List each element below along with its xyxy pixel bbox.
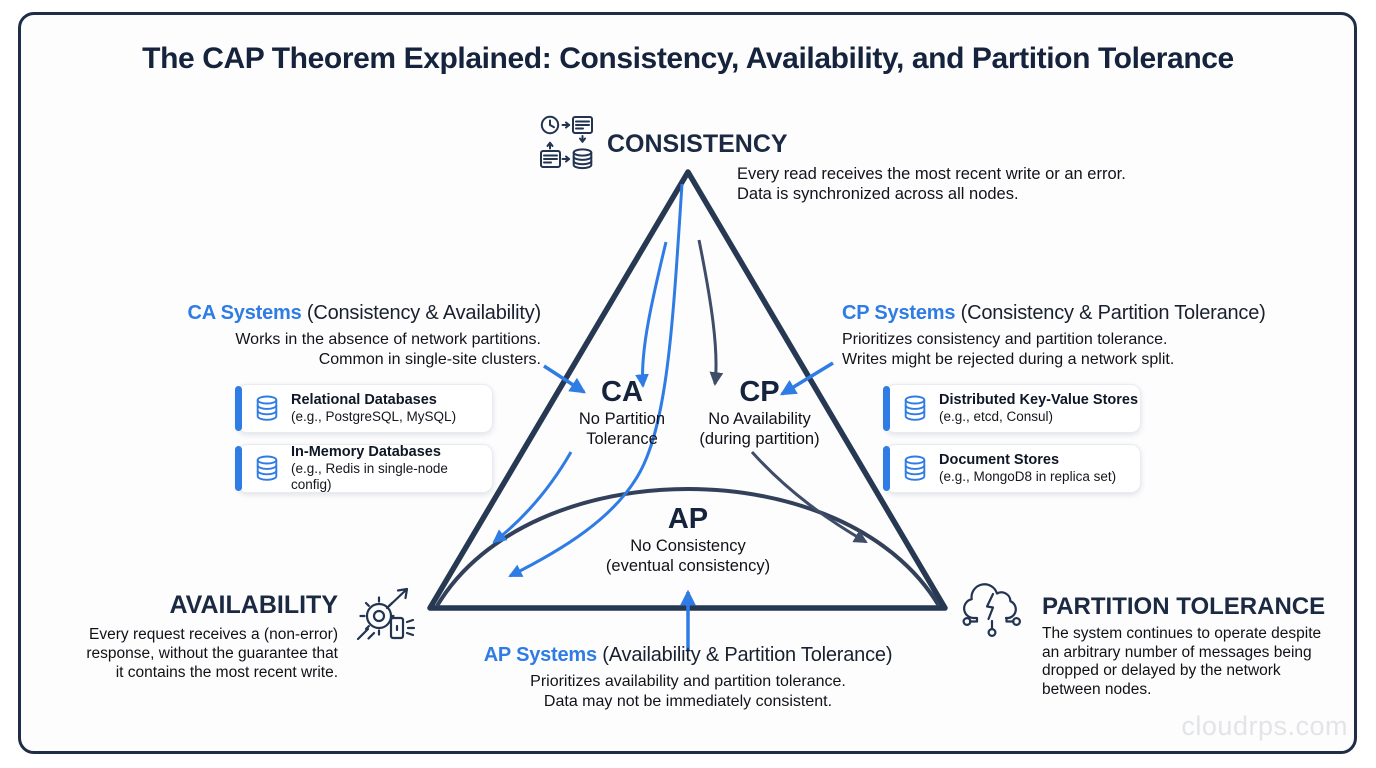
ca-systems-header: CA Systems (Consistency & Availability): [140, 302, 542, 325]
ca-systems-desc-line: Common in single-site clusters.: [318, 350, 541, 368]
card-accent-bar: [235, 386, 242, 431]
card-text: Distributed Key-Value Stores (e.g., etcd…: [939, 392, 1138, 425]
database-icon: [903, 455, 927, 482]
region-ap: AP No Consistency (eventual consistency): [588, 504, 788, 576]
partition-desc-line: between nodes.: [1042, 680, 1152, 698]
cloud-split-network-icon: [960, 577, 1024, 644]
region-cp-label: CP: [739, 376, 780, 408]
card-accent-bar: [235, 446, 242, 491]
region-ap-note: No Consistency (eventual consistency): [588, 536, 788, 576]
card-title: Distributed Key-Value Stores: [939, 392, 1139, 408]
region-ap-note-line: No Consistency: [630, 537, 746, 555]
availability-description: Every request receives a (non-error) res…: [60, 625, 338, 682]
database-icon: [903, 395, 927, 422]
card-text: In-Memory Databases (e.g., Redis in sing…: [291, 444, 492, 493]
region-cp: CP No Availability (during partition): [677, 377, 842, 449]
ap-systems-desc-line: Data may not be immediately consistent.: [543, 692, 833, 710]
card-subtitle: (e.g., Redis in single-node config): [291, 461, 448, 492]
availability-section: AVAILABILITY Every request receives a (n…: [60, 591, 338, 682]
consistency-desc-line: Every read receives the most recent writ…: [737, 165, 1126, 183]
ap-systems-qualifier: (Availability & Partition Tolerance): [596, 644, 893, 666]
card-text: Document Stores (e.g., MongoD8 in replic…: [939, 452, 1116, 485]
region-cp-note-line: (during partition): [699, 430, 820, 448]
card-text: Relational Databases (e.g., PostgreSQL, …: [291, 392, 456, 425]
ca-example-card-relational: Relational Databases (e.g., PostgreSQL, …: [235, 384, 493, 433]
ca-example-card-inmemory: In-Memory Databases (e.g., Redis in sing…: [235, 444, 493, 493]
cp-systems-desc-line: Prioritizes consistency and partition to…: [842, 331, 1168, 348]
ap-systems-header: AP Systems (Availability & Partition Tol…: [388, 644, 988, 667]
card-title: In-Memory Databases: [291, 444, 441, 460]
card-title: Document Stores: [939, 452, 1060, 468]
card-subtitle: (e.g., MongoD8 in replica set): [939, 469, 1117, 484]
database-icon: [255, 455, 279, 482]
ap-systems-description: Prioritizes availability and partition t…: [388, 672, 988, 711]
availability-desc-line: it contains the most recent write.: [115, 664, 338, 681]
ap-systems-name: AP Systems: [483, 644, 597, 666]
cp-systems-desc-line: Writes might be rejected during a networ…: [842, 350, 1175, 368]
consistency-desc-line: Data is synchronized across all nodes.: [737, 184, 1019, 203]
ca-systems-desc-line: Works in the absence of network partitio…: [235, 331, 541, 348]
ca-systems-qualifier: (Consistency & Availability): [301, 302, 541, 324]
partition-desc-line: The system continues to operate despite: [1042, 625, 1322, 642]
cp-example-card-document: Document Stores (e.g., MongoD8 in replic…: [883, 444, 1141, 493]
card-accent-bar: [883, 386, 890, 431]
partition-desc-line: an arbitrary number of messages being: [1042, 643, 1312, 661]
ap-systems-desc-line: Prioritizes availability and partition t…: [530, 673, 846, 690]
availability-desc-line: Every request receives a (non-error): [89, 626, 338, 643]
cp-systems-section: CP Systems (Consistency & Partition Tole…: [842, 302, 1272, 369]
partition-tolerance-label: PARTITION TOLERANCE: [1042, 593, 1326, 620]
card-subtitle: (e.g., PostgreSQL, MySQL): [291, 409, 457, 424]
cp-systems-name: CP Systems: [842, 302, 956, 324]
region-ap-label: AP: [667, 503, 709, 535]
clock-server-database-sync-icon: [539, 115, 597, 178]
cp-systems-header: CP Systems (Consistency & Partition Tole…: [842, 302, 1272, 325]
card-title: Relational Databases: [291, 392, 437, 408]
consistency-description: Every read receives the most recent writ…: [737, 165, 1126, 204]
watermark: cloudrps.com: [1181, 711, 1348, 741]
partition-tolerance-description: The system continues to operate despite …: [1042, 625, 1352, 699]
gear-arrow-icon: [353, 580, 419, 651]
region-ap-note-line: (eventual consistency): [605, 557, 771, 575]
consistency-label: CONSISTENCY: [607, 130, 788, 158]
region-cp-note: No Availability (during partition): [677, 409, 842, 449]
database-icon: [255, 395, 279, 422]
ca-systems-name: CA Systems: [187, 302, 302, 324]
ap-systems-section: AP Systems (Availability & Partition Tol…: [388, 644, 988, 711]
card-accent-bar: [883, 446, 890, 491]
cp-systems-description: Prioritizes consistency and partition to…: [842, 330, 1272, 369]
cp-systems-qualifier: (Consistency & Partition Tolerance): [955, 302, 1266, 324]
card-subtitle: (e.g., etcd, Consul): [939, 409, 1054, 424]
page-title: The CAP Theorem Explained: Consistency, …: [142, 42, 1234, 75]
partition-desc-line: dropped or delayed by the network: [1042, 662, 1281, 679]
availability-desc-line: response, without the guarantee that: [86, 645, 338, 662]
availability-label: AVAILABILITY: [169, 591, 338, 619]
ca-systems-description: Works in the absence of network partitio…: [140, 330, 541, 369]
ca-systems-section: CA Systems (Consistency & Availability) …: [140, 302, 542, 369]
cp-example-card-kv: Distributed Key-Value Stores (e.g., etcd…: [883, 384, 1141, 433]
region-cp-note-line: No Availability: [708, 410, 811, 428]
